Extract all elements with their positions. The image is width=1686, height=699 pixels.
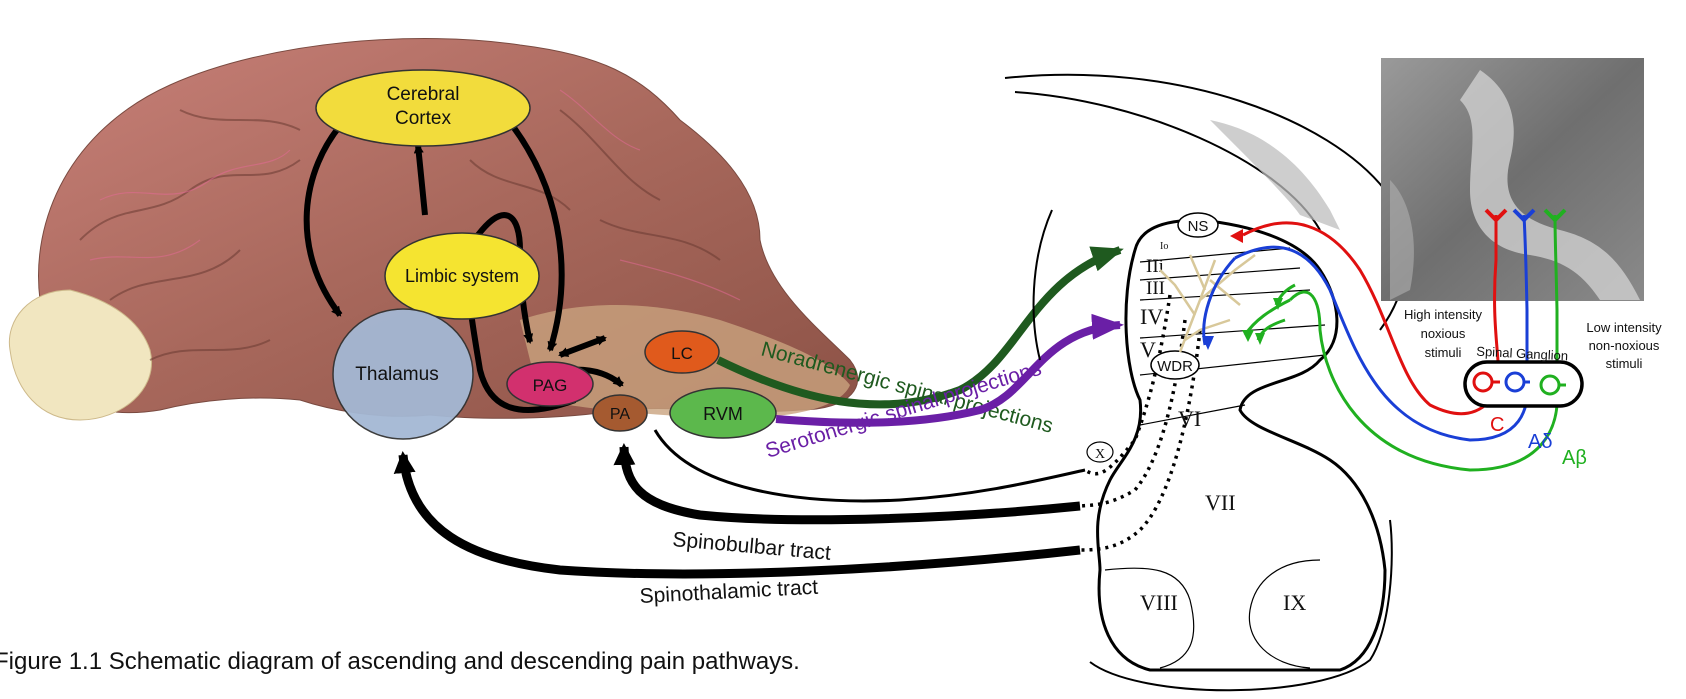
thalamus-node: Thalamus xyxy=(333,309,473,439)
limbic-system-node: Limbic system xyxy=(385,233,539,319)
cerebral-cortex-node: Cerebral Cortex xyxy=(316,70,530,146)
wdr-neuron: WDR xyxy=(1151,351,1199,379)
spinal-ganglion xyxy=(1465,362,1582,406)
thalamus-label: Thalamus xyxy=(355,364,438,385)
spinobulbar-label: Spinobulbar tract xyxy=(672,528,832,565)
cortex-label-line2: Cortex xyxy=(395,108,451,129)
lamina-vii: VII xyxy=(1205,490,1236,515)
cord-outer-boundary xyxy=(1005,75,1407,330)
lamina-iii-upper: IIi xyxy=(1146,256,1164,277)
pa-label: PA xyxy=(610,406,630,423)
rvm-label: RVM xyxy=(703,404,743,424)
x-nucleus: X xyxy=(1087,442,1113,462)
cord-outer-left xyxy=(1034,210,1052,360)
high-line2: noxious xyxy=(1421,326,1466,341)
pag-node: PAG xyxy=(507,362,593,406)
lamina-io: Io xyxy=(1160,241,1168,252)
low-line1: Low intensity xyxy=(1586,320,1662,335)
high-line1: High intensity xyxy=(1404,307,1483,322)
rvm-node: RVM xyxy=(670,388,776,438)
spinal-cord-section xyxy=(1005,75,1407,690)
ns-neuron: NS xyxy=(1178,213,1218,237)
limbic-label: Limbic system xyxy=(405,266,519,286)
cortex-label-line1: Cerebral xyxy=(387,84,460,105)
lamina-iv: IV xyxy=(1140,304,1163,329)
c-fiber-label: C xyxy=(1490,414,1504,436)
high-line3: stimuli xyxy=(1425,345,1462,360)
lamina-viii: VIII xyxy=(1140,590,1178,615)
lc-node: LC xyxy=(645,331,719,373)
abeta-label: Aβ xyxy=(1562,447,1587,469)
pa-node: PA xyxy=(593,395,647,431)
pag-label: PAG xyxy=(533,376,568,395)
low-line2: non-noxious xyxy=(1589,338,1660,353)
low-line3: stimuli xyxy=(1606,356,1643,371)
wdr-label: WDR xyxy=(1157,358,1193,375)
ns-label: NS xyxy=(1188,218,1209,235)
x-tract xyxy=(655,430,1085,501)
low-intensity-label: Low intensity non-noxious stimuli xyxy=(1586,320,1662,371)
spinobulbar-tract xyxy=(624,447,1080,520)
lamina-iii: III xyxy=(1146,278,1165,299)
spinothalamic-label: Spinothalamic tract xyxy=(639,576,819,608)
lamina-vi: VI xyxy=(1178,406,1201,431)
lamina-ix: IX xyxy=(1283,590,1306,615)
high-intensity-label: High intensity noxious stimuli xyxy=(1404,307,1483,360)
adelta-label: Aδ xyxy=(1528,431,1552,453)
figure-caption: Figure 1.1 Schematic diagram of ascendin… xyxy=(0,648,800,676)
lamina-x: X xyxy=(1095,447,1105,462)
lc-label: LC xyxy=(671,344,693,363)
xray-image xyxy=(1381,58,1644,301)
